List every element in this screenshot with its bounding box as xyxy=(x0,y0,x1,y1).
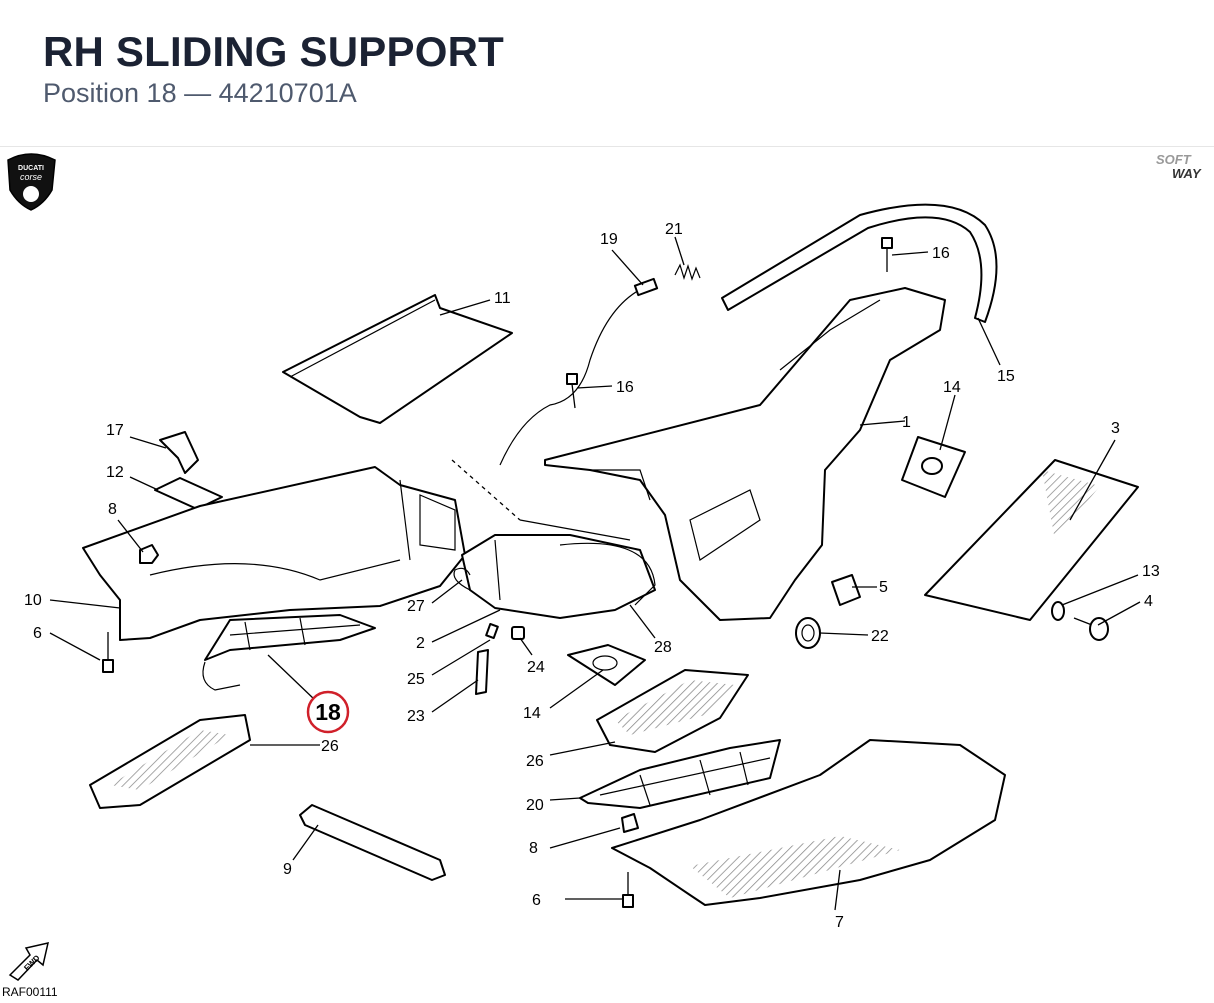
callout-24: 24 xyxy=(527,659,545,676)
callout-21: 21 xyxy=(665,221,683,238)
callout-22: 22 xyxy=(871,628,889,645)
part-25-nipple xyxy=(485,622,499,640)
callout-16-upper: 16 xyxy=(932,245,950,262)
callout-7: 7 xyxy=(835,914,844,931)
callout-25: 25 xyxy=(407,671,425,688)
callout-2: 2 xyxy=(416,635,425,652)
callout-8-lower: 8 xyxy=(529,840,538,857)
callout-18-highlight: 18 xyxy=(306,690,350,734)
callout-14-upper: 14 xyxy=(943,379,961,396)
callout-26-left: 26 xyxy=(321,738,339,755)
part-19-cable xyxy=(499,284,651,466)
highlight-ring xyxy=(306,690,350,734)
logo-corse-text: corse xyxy=(20,172,42,182)
part-12-plate xyxy=(154,477,223,510)
callout-23: 23 xyxy=(407,708,425,725)
part-18-sliding-support xyxy=(204,614,376,661)
callout-1: 1 xyxy=(902,414,911,431)
callout-13: 13 xyxy=(1142,563,1160,580)
page-title: RH SLIDING SUPPORT xyxy=(43,28,504,75)
callout-17: 17 xyxy=(106,422,124,439)
ducati-corse-logo: DUCATI corse xyxy=(7,153,56,211)
part-28-tube xyxy=(559,542,656,606)
callout-26-right: 26 xyxy=(526,753,544,770)
drawing-code: RAF00111 xyxy=(2,985,58,999)
callout-9: 9 xyxy=(283,861,292,878)
part-20-net xyxy=(579,739,781,809)
part-27-cable xyxy=(453,567,471,591)
callout-15: 15 xyxy=(997,368,1015,385)
fwd-arrow-icon: FWD xyxy=(8,942,49,981)
callout-3: 3 xyxy=(1111,420,1120,437)
callout-14-lower: 14 xyxy=(523,705,541,722)
header: RH SLIDING SUPPORT Position 18 — 4421070… xyxy=(0,0,1214,147)
callout-8-upper: 8 xyxy=(108,501,117,518)
part-11-plate xyxy=(282,294,513,424)
softway-logo: SOFT WAY xyxy=(1156,152,1202,181)
part-21-spring xyxy=(674,263,701,281)
part-3-side-panel xyxy=(924,459,1139,621)
callout-12: 12 xyxy=(106,464,124,481)
part-5-clip xyxy=(831,574,861,606)
callout-6-left: 6 xyxy=(33,625,42,642)
callout-27: 27 xyxy=(407,598,425,615)
part-13-washer xyxy=(1051,601,1065,621)
part-17-latch xyxy=(159,431,199,474)
part-8-nut-upper xyxy=(139,544,159,564)
part-4-bolt xyxy=(1073,617,1109,641)
leader-lines xyxy=(49,236,1141,911)
callout-11: 11 xyxy=(494,290,511,307)
part-6-bolt-lower xyxy=(622,872,634,908)
part-23-hose xyxy=(475,649,489,695)
part-6-bolt-left xyxy=(102,632,114,673)
callout-4: 4 xyxy=(1144,593,1153,610)
part-14-gasket-lower xyxy=(567,644,646,686)
callout-5: 5 xyxy=(879,579,888,596)
callout-16-middle: 16 xyxy=(616,379,634,396)
callout-labels: 1 2 3 4 5 6 6 7 8 8 9 10 11 12 13 14 14 … xyxy=(24,221,1160,931)
part-8-nut-lower xyxy=(621,813,639,833)
callout-6-lower: 6 xyxy=(532,892,541,909)
part-9-band xyxy=(299,804,446,881)
page-subtitle: Position 18 — 44210701A xyxy=(43,78,357,108)
part-16-bolt-upper xyxy=(881,237,893,272)
softway-bottom-text: WAY xyxy=(1172,166,1202,181)
callout-28: 28 xyxy=(654,639,672,656)
callout-10: 10 xyxy=(24,592,42,609)
callout-18: 18 xyxy=(315,699,341,725)
softway-top-text: SOFT xyxy=(1156,152,1192,167)
part-24-cap xyxy=(511,626,525,640)
callout-20: 20 xyxy=(526,797,544,814)
callout-19: 19 xyxy=(600,231,618,248)
part-15-handle xyxy=(721,203,998,323)
part-16-bolt-middle xyxy=(566,373,578,409)
part-10-left-body xyxy=(82,466,466,641)
part-2-box xyxy=(461,534,656,619)
logo-brand-text: DUCATI xyxy=(18,165,44,172)
part-1-frame xyxy=(544,287,946,621)
part-22-grommet xyxy=(795,617,821,649)
